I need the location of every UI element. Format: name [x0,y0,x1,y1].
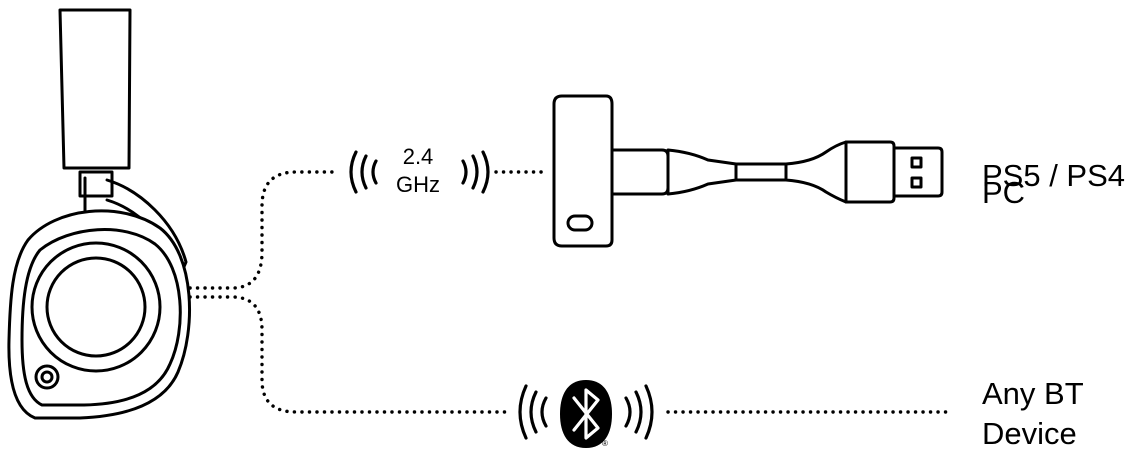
wireless-label-line1: 2.4 [403,144,434,169]
bluetooth-icon [560,380,612,448]
bt-target-line1: Any BT [982,376,1084,411]
headset-icon [7,8,191,420]
dongle-target-line2: PC [982,175,1025,210]
dongle-target-line1: PS5 / PS4 [982,158,1125,193]
usb-dongle-icon [552,94,944,248]
wireless-waves-icon [349,150,490,194]
wireless-link-line [188,170,338,290]
bluetooth-link-line [188,295,508,414]
bt-waves-icon [518,384,654,440]
wireless-label-line2: GHz [396,172,440,197]
registered-mark: ® [602,439,608,448]
bt-target-line2: Device [982,416,1077,449]
